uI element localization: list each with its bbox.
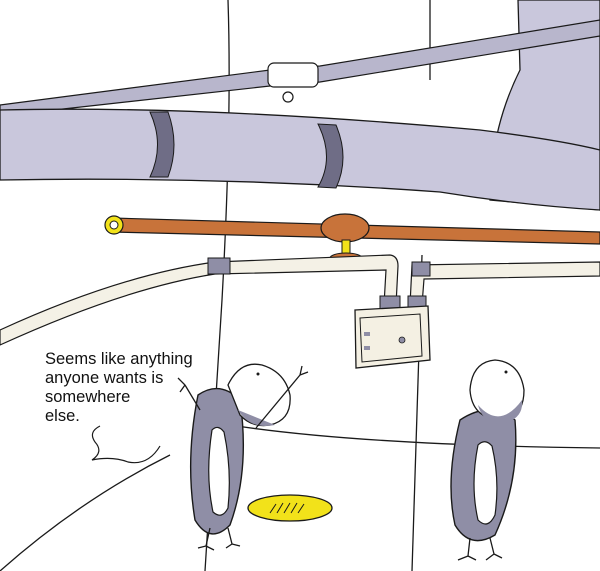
conduits xyxy=(0,254,600,346)
thin-pipe xyxy=(0,19,600,117)
pointing-creature-icon xyxy=(177,363,309,551)
electrical-box-icon xyxy=(354,305,431,369)
standing-creature-icon xyxy=(450,359,525,561)
horizontal-duct xyxy=(0,108,600,211)
copper-pipe xyxy=(104,213,600,264)
speech-tail xyxy=(91,425,161,464)
floor-drain-icon xyxy=(247,494,333,522)
speech-caption: Seems like anything anyone wants is some… xyxy=(45,350,193,425)
